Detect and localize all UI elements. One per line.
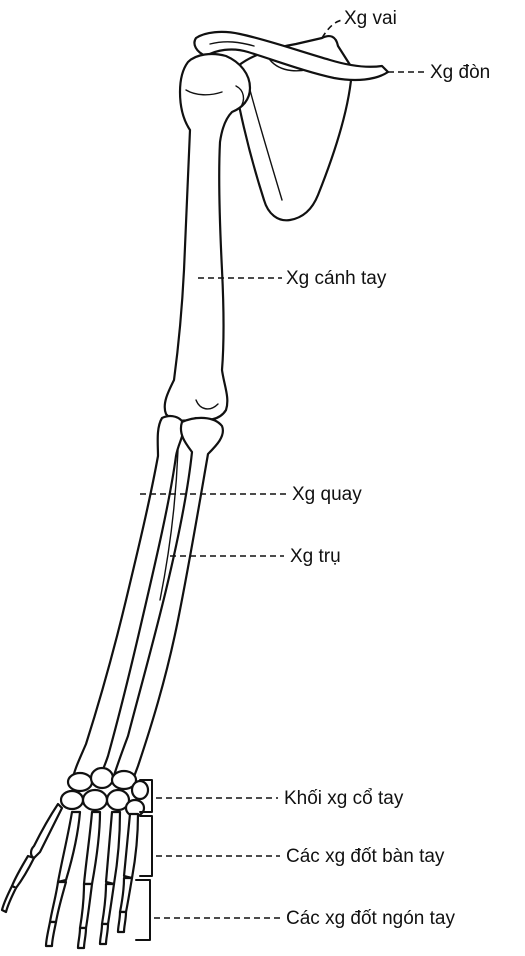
metacarpal-bones	[31, 804, 138, 884]
label-metacarpals: Các xg đốt bàn tay	[286, 846, 445, 867]
label-humerus: Xg cánh tay	[286, 268, 387, 289]
label-radius: Xg quay	[292, 484, 362, 505]
label-phalanges: Các xg đốt ngón tay	[286, 908, 455, 929]
label-scapula: Xg vai	[344, 8, 397, 29]
carpal-bones	[61, 768, 148, 816]
humerus	[165, 54, 250, 421]
label-ulna: Xg trụ	[290, 546, 341, 567]
label-carpals: Khối xg cổ tay	[284, 788, 404, 809]
label-clavicle: Xg đòn	[430, 62, 490, 83]
